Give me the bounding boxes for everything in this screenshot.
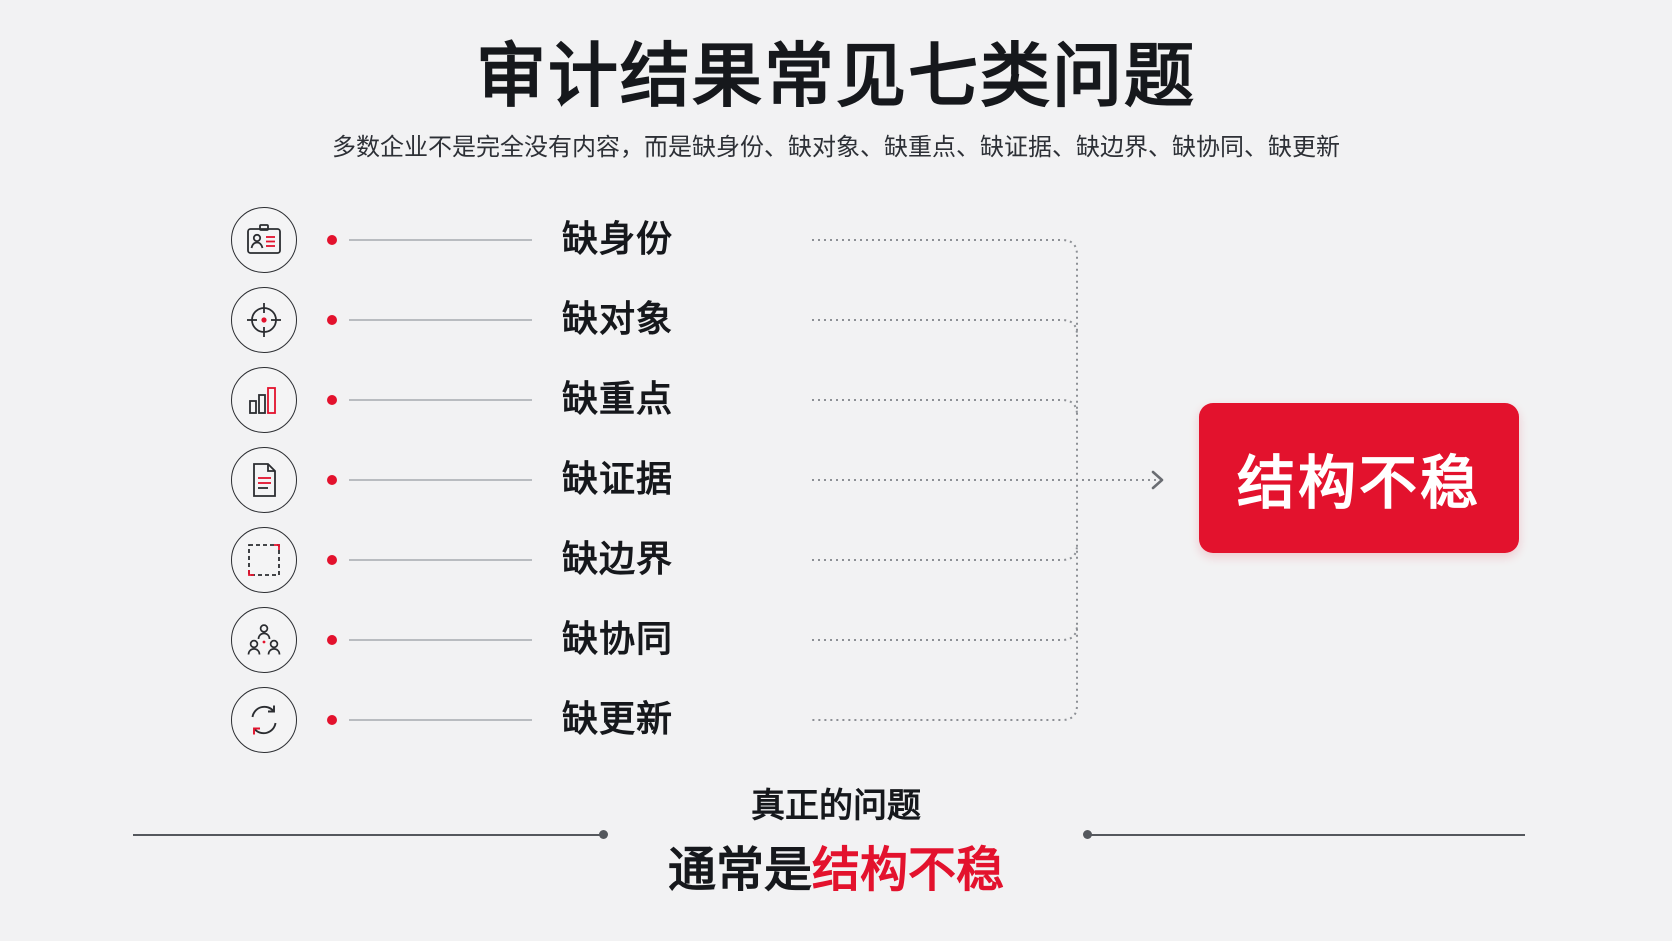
dotted-connector: [812, 399, 1078, 416]
row-connector-line: [349, 239, 532, 241]
conclusion-kicker: 真正的问题: [751, 786, 921, 826]
divider-left-dot: [599, 830, 608, 839]
issue-row-target: 缺对象: [0, 286, 1672, 358]
issue-row-update: 缺更新: [0, 686, 1672, 758]
dotted-connector: [812, 544, 1078, 561]
issue-label: 缺身份: [562, 219, 674, 260]
dotted-connector: [812, 319, 1078, 336]
bullet-dot: [327, 635, 337, 645]
arrow-head-icon: [1151, 470, 1164, 490]
divider-left: [133, 834, 605, 836]
row-connector-line: [349, 479, 532, 481]
team-icon: [231, 607, 297, 673]
page-title: 审计结果常见七类问题: [476, 35, 1196, 117]
issue-label: 缺重点: [562, 379, 674, 420]
issue-row-boundary: 缺边界: [0, 526, 1672, 598]
bullet-dot: [327, 555, 337, 565]
bullet-dot: [327, 475, 337, 485]
row-connector-line: [349, 719, 532, 721]
bullet-dot: [327, 715, 337, 725]
row-connector-line: [349, 399, 532, 401]
dotted-connector: [812, 624, 1078, 641]
divider-right: [1088, 834, 1525, 836]
conclusion-prefix: 通常是: [667, 842, 812, 898]
issue-label: 缺更新: [562, 699, 674, 740]
issue-label: 缺对象: [562, 299, 674, 340]
bullet-dot: [327, 315, 337, 325]
row-connector-line: [349, 319, 532, 321]
dashed-frame-icon: [231, 527, 297, 593]
issue-row-evidence: 缺证据: [0, 446, 1672, 518]
issue-row-identity: 缺身份: [0, 206, 1672, 278]
row-connector-line: [349, 559, 532, 561]
crosshair-icon: [231, 287, 297, 353]
issue-label: 缺证据: [562, 459, 674, 500]
refresh-icon: [231, 687, 297, 753]
bullet-dot: [327, 235, 337, 245]
conclusion-statement: 通常是结构不稳: [0, 838, 1672, 902]
document-icon: [231, 447, 297, 513]
bar-chart-icon: [231, 367, 297, 433]
divider-right-dot: [1083, 830, 1092, 839]
result-label: 结构不稳: [1236, 449, 1481, 517]
conclusion-highlight: 结构不稳: [812, 842, 1005, 898]
result-box: 结构不稳: [1199, 403, 1519, 553]
bullet-dot: [327, 395, 337, 405]
issue-label: 缺协同: [562, 619, 674, 660]
issue-row-focus: 缺重点: [0, 366, 1672, 438]
issue-row-collaboration: 缺协同: [0, 606, 1672, 678]
id-card-icon: [231, 207, 297, 273]
page-subtitle: 多数企业不是完全没有内容，而是缺身份、缺对象、缺重点、缺证据、缺边界、缺协同、缺…: [332, 133, 1340, 161]
row-connector-line: [349, 639, 532, 641]
issue-label: 缺边界: [562, 539, 674, 580]
